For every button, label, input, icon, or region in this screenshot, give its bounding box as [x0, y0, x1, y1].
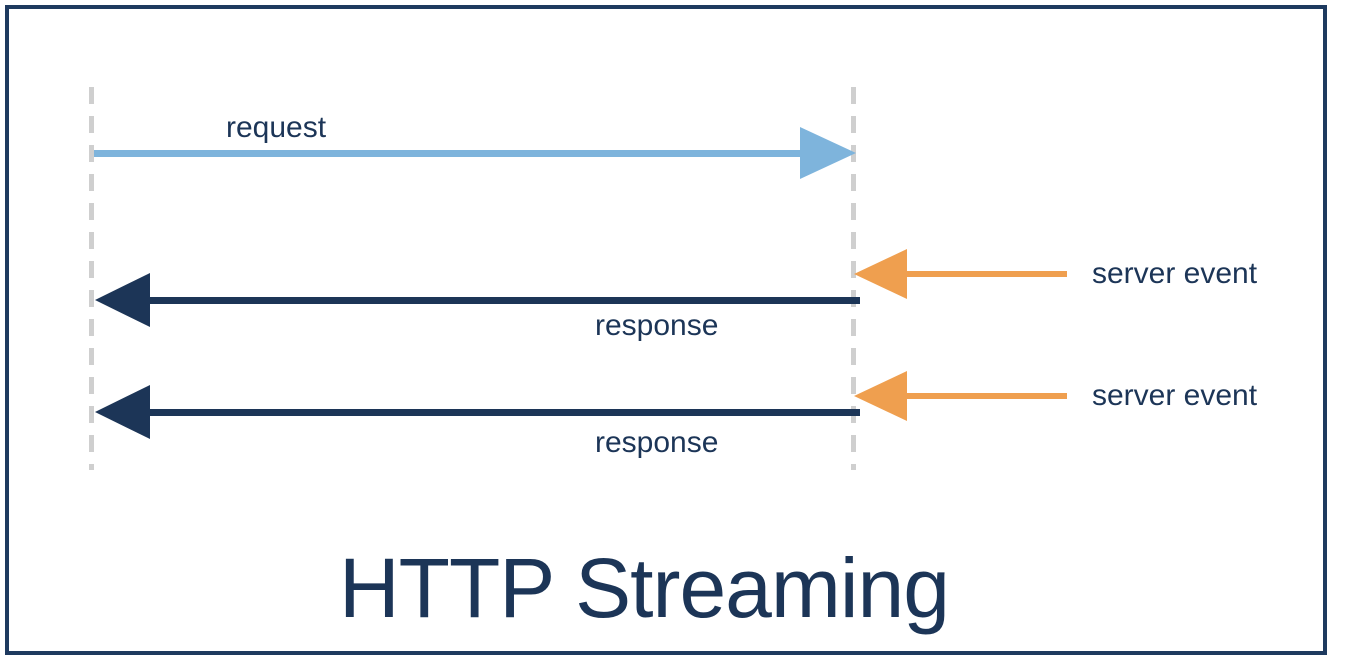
server-event-2-line	[907, 393, 1067, 399]
client-lifeline	[89, 87, 94, 470]
server-event-1-arrowhead-icon	[854, 249, 907, 299]
response-2-arrowhead-icon	[95, 385, 150, 439]
response-1-label: response	[595, 309, 719, 342]
request-label: request	[226, 111, 327, 144]
server-lifeline	[851, 87, 856, 470]
request-arrow-line	[94, 150, 800, 157]
server-event-1-label: server event	[1092, 257, 1258, 290]
response-1-arrowhead-icon	[95, 273, 150, 327]
server-event-2-arrowhead-icon	[854, 371, 907, 421]
response-2-arrow-line	[149, 409, 860, 416]
request-arrowhead-icon	[800, 127, 856, 179]
server-event-1-line	[907, 271, 1067, 277]
server-event-2-label: server event	[1092, 379, 1258, 412]
response-2-label: response	[595, 426, 719, 459]
diagram-frame: request server event response server eve…	[5, 5, 1327, 655]
diagram-title: HTTP Streaming	[339, 541, 950, 635]
response-1-arrow-line	[149, 297, 860, 304]
